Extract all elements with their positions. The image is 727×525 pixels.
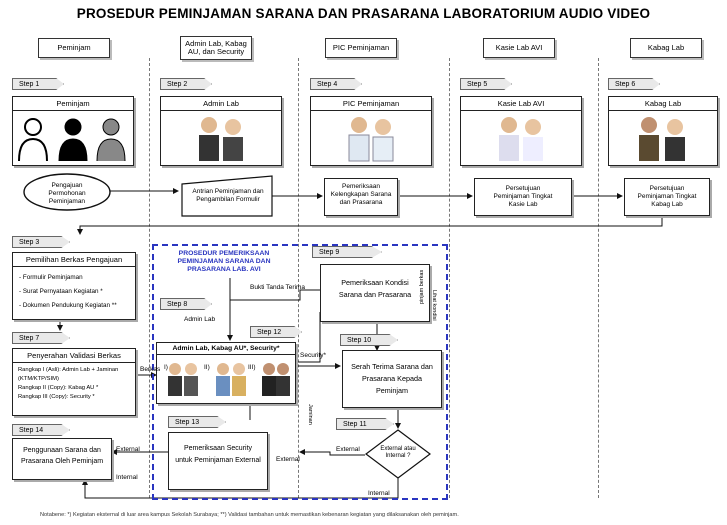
staff-group-icon [168, 363, 290, 396]
node-text: Pemeriksaan Kelengkapan Sarana dan Prasa… [330, 183, 392, 206]
card-admin-group: Admin Lab, Kabag AU*, Security* [156, 342, 296, 404]
list-item: - Surat Pernyataan Kegiatan * [19, 288, 103, 295]
edge-label-external: External [336, 446, 360, 453]
lane-header-kabag: Kabag Lab [630, 38, 702, 58]
step-tag: Step 10 [340, 334, 398, 346]
role-card-peminjam: Peminjam [12, 96, 134, 166]
manager-icon [639, 117, 685, 161]
edge-label-external-3: External [116, 446, 140, 453]
inner-procedure-frame [152, 244, 448, 500]
edge-label-jaminan: Jaminan [307, 404, 313, 425]
decision-text: External atau Internal ? [380, 446, 416, 459]
edge-label-security: Security* [300, 352, 327, 359]
edge-label-berkas: Berkas [140, 366, 161, 373]
lane-separator [449, 58, 450, 498]
edge-label-admin-lab: Admin Lab [184, 316, 216, 323]
step-tag: Step 5 [460, 78, 512, 90]
step-tag: Step 4 [310, 78, 362, 90]
staff-icon [499, 117, 543, 161]
lane-header-admin: Admin Lab, Kabag AU, dan Security [180, 36, 252, 60]
step-tag: Step 8 [160, 298, 212, 310]
step-tag: Step 1 [12, 78, 64, 90]
node-penggunaan: Penggunaan Sarana dan Prasarana Oleh Pem… [12, 438, 112, 480]
node-text: Persetujuan Peminjaman Tingkat Kasie Lab [493, 185, 553, 208]
lane-header-pic: PIC Peminjaman [325, 38, 397, 58]
card-title: Pemilihan Berkas Pengajuan [13, 253, 135, 267]
lane-separator [298, 58, 299, 498]
role-title: Peminjam [13, 97, 133, 111]
decision-diamond [365, 429, 431, 479]
list-item: Rangkap I (Asli): Admin Lab + Jaminan (K… [18, 367, 119, 382]
role-card-admin-lab: Admin Lab [160, 96, 282, 166]
footnote: Notabene: *) Kegiatan eksternal di luar … [40, 512, 459, 518]
card-berkas-pengajuan: Pemilihan Berkas Pengajuan - Formulir Pe… [12, 252, 136, 320]
step-tag: Step 9 [312, 246, 382, 258]
node-persetujuan-kasie: Persetujuan Peminjaman Tingkat Kasie Lab [474, 178, 572, 216]
role-card-kabag: Kabag Lab [608, 96, 718, 166]
step-tag: Step 3 [12, 236, 70, 248]
card-validasi-berkas: Penyerahan Validasi Berkas Rangkap I (As… [12, 348, 136, 416]
role-card-kasie: Kasie Lab AVI [460, 96, 582, 166]
step-tag: Step 14 [12, 424, 70, 436]
group-label: III) [248, 364, 256, 371]
list-item: - Formulir Peminjaman [19, 274, 83, 281]
role-title: PIC Peminjaman [311, 97, 431, 111]
lane-separator [149, 58, 150, 498]
page-title: PROSEDUR PEMINJAMAN SARANA DAN PRASARANA… [76, 6, 651, 21]
node-text: Pemeriksaan Security untuk Peminjaman Ex… [175, 445, 261, 464]
list-item: - Dokumen Pendukung Kegiatan ** [19, 302, 117, 309]
role-title: Kabag Lab [609, 97, 717, 111]
staff-icon [199, 117, 243, 161]
start-ellipse [23, 173, 111, 211]
node-antrian: Antrian Peminjaman dan Pengambilan Formu… [192, 188, 264, 203]
role-title: Admin Lab [161, 97, 281, 111]
node-persetujuan-kabag: Persetujuan Peminjaman Tingkat Kabag Lab [624, 178, 710, 216]
role-card-pic: PIC Peminjaman [310, 96, 432, 166]
people-icon [18, 118, 126, 162]
edge-label-internal-2: Internal [116, 474, 138, 481]
role-title: Kasie Lab AVI [461, 97, 581, 111]
manual-input-shape [181, 175, 273, 217]
group-label: II) [204, 364, 210, 371]
node-text: Persetujuan Peminjaman Tingkat Kabag Lab [637, 185, 697, 208]
node-serah-terima: Serah Terima Sarana dan Prasarana Kepada… [342, 350, 442, 408]
node-text: Serah Terima Sarana dan Prasarana Kepada… [351, 362, 433, 395]
step-tag: Step 12 [250, 326, 302, 338]
step-tag: Step 6 [608, 78, 660, 90]
card-title: Penyerahan Validasi Berkas [13, 349, 135, 363]
doctor-icon [348, 117, 394, 162]
lane-separator [598, 58, 599, 498]
edge-label-external-2: External [276, 456, 300, 463]
edge-label-lihat-kondisi: Lihat kondisi [431, 290, 437, 321]
card-title: Admin Lab, Kabag AU*, Security* [157, 343, 295, 355]
node-pemeriksaan-security: Pemeriksaan Security untuk Peminjaman Ex… [168, 432, 268, 490]
edge-label-pinjam-berkas: pinjam berkas [419, 269, 425, 304]
node-pengajuan: Pengajuan Permohonan Peminjaman [48, 182, 86, 205]
node-text: Penggunaan Sarana dan Prasarana Oleh Pem… [20, 447, 104, 465]
step-tag: Step 13 [168, 416, 226, 428]
step-tag: Step 11 [336, 418, 394, 430]
node-pemeriksaan-kondisi: Pemeriksaan Kondisi Sarana dan Prasarana [320, 264, 430, 322]
inner-frame-title: PROSEDUR PEMERIKSAAN PEMINJAMAN SARANA D… [177, 250, 271, 273]
node-pemeriksaan-pic: Pemeriksaan Kelengkapan Sarana dan Prasa… [324, 178, 398, 216]
lane-header-kasie: Kasie Lab AVI [483, 38, 555, 58]
edge-label-internal: Internal [368, 490, 390, 497]
step-tag: Step 2 [160, 78, 212, 90]
step-tag: Step 7 [12, 332, 70, 344]
edge-label-bukti: Bukti Tanda Terima [250, 284, 306, 291]
group-label: I) [164, 364, 168, 371]
node-text: Pemeriksaan Kondisi Sarana dan Prasarana [338, 278, 412, 299]
list-item: Rangkap II (Copy): Kabag AU * [18, 385, 99, 391]
list-item: Rangkap III (Copy): Security * [18, 394, 95, 400]
lane-header-peminjam: Peminjam [38, 38, 110, 58]
